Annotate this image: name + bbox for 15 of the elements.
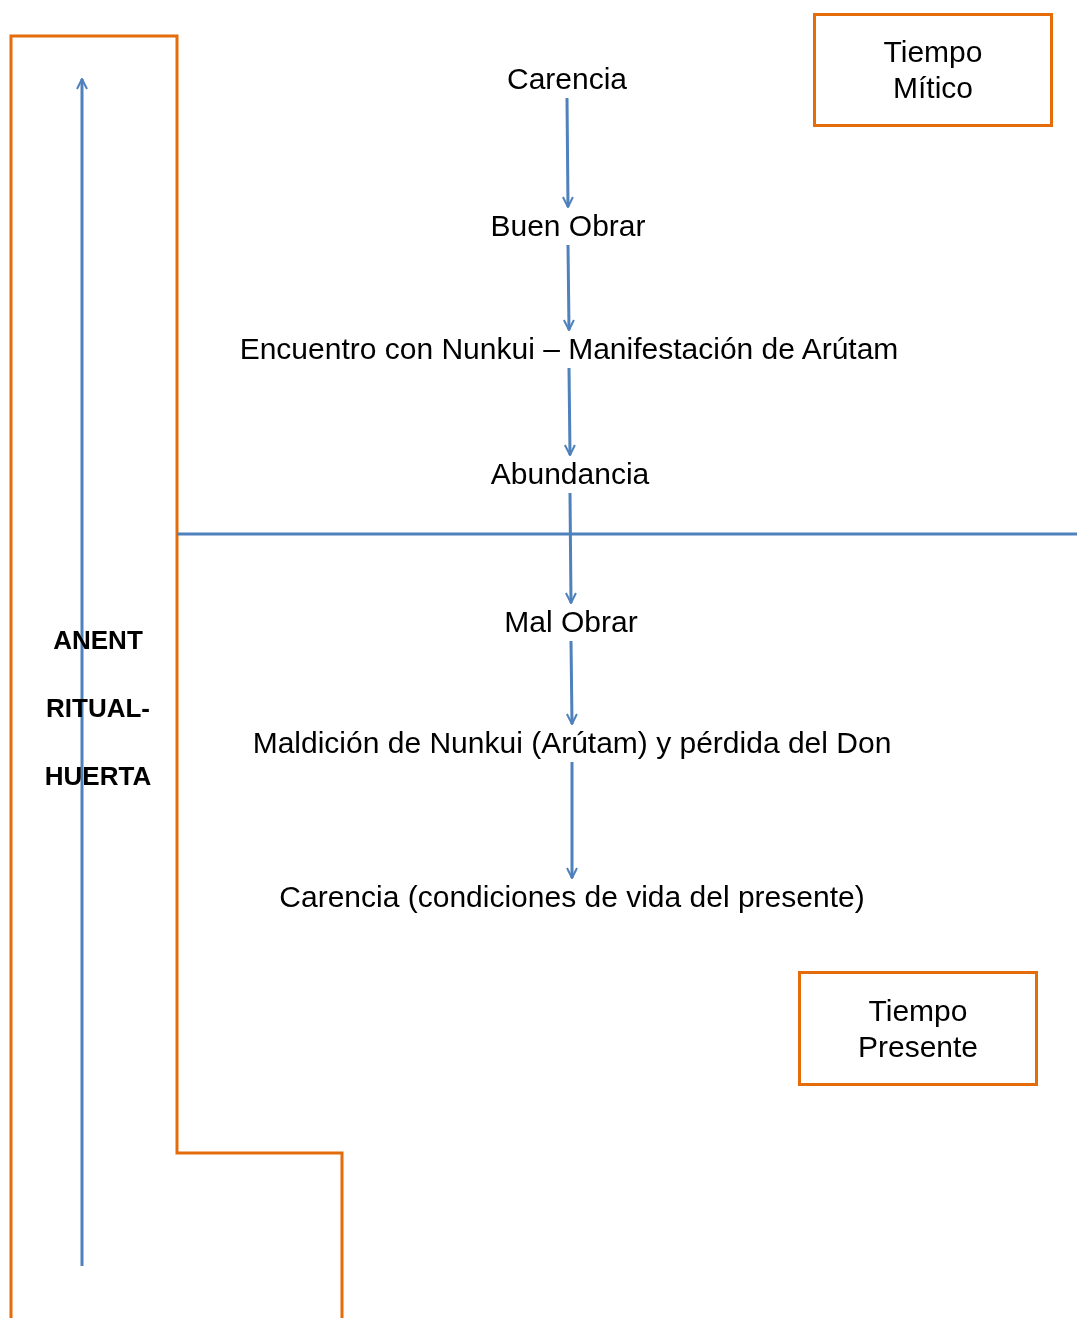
label-box: Tiempo Presente [798, 971, 1038, 1086]
arrow [562, 245, 575, 331]
arrow [561, 98, 574, 208]
arrow [564, 493, 577, 604]
step-label: Maldición de Nunkui (Arútam) y pérdida del Don [252, 726, 892, 760]
arrow [566, 762, 578, 879]
step-label: Carencia [506, 62, 628, 96]
label-box: Tiempo Mítico [813, 13, 1053, 127]
step-label: Carencia (condiciones de vida del presente) [279, 880, 865, 914]
arrow [563, 368, 576, 456]
step-label: Mal Obrar [504, 605, 638, 639]
step-label: Buen Obrar [490, 209, 646, 243]
arrow [565, 640, 578, 725]
step-label: Abundancia [490, 457, 650, 491]
step-label: Encuentro con Nunkui – Manifestación de Arútam [239, 332, 899, 366]
